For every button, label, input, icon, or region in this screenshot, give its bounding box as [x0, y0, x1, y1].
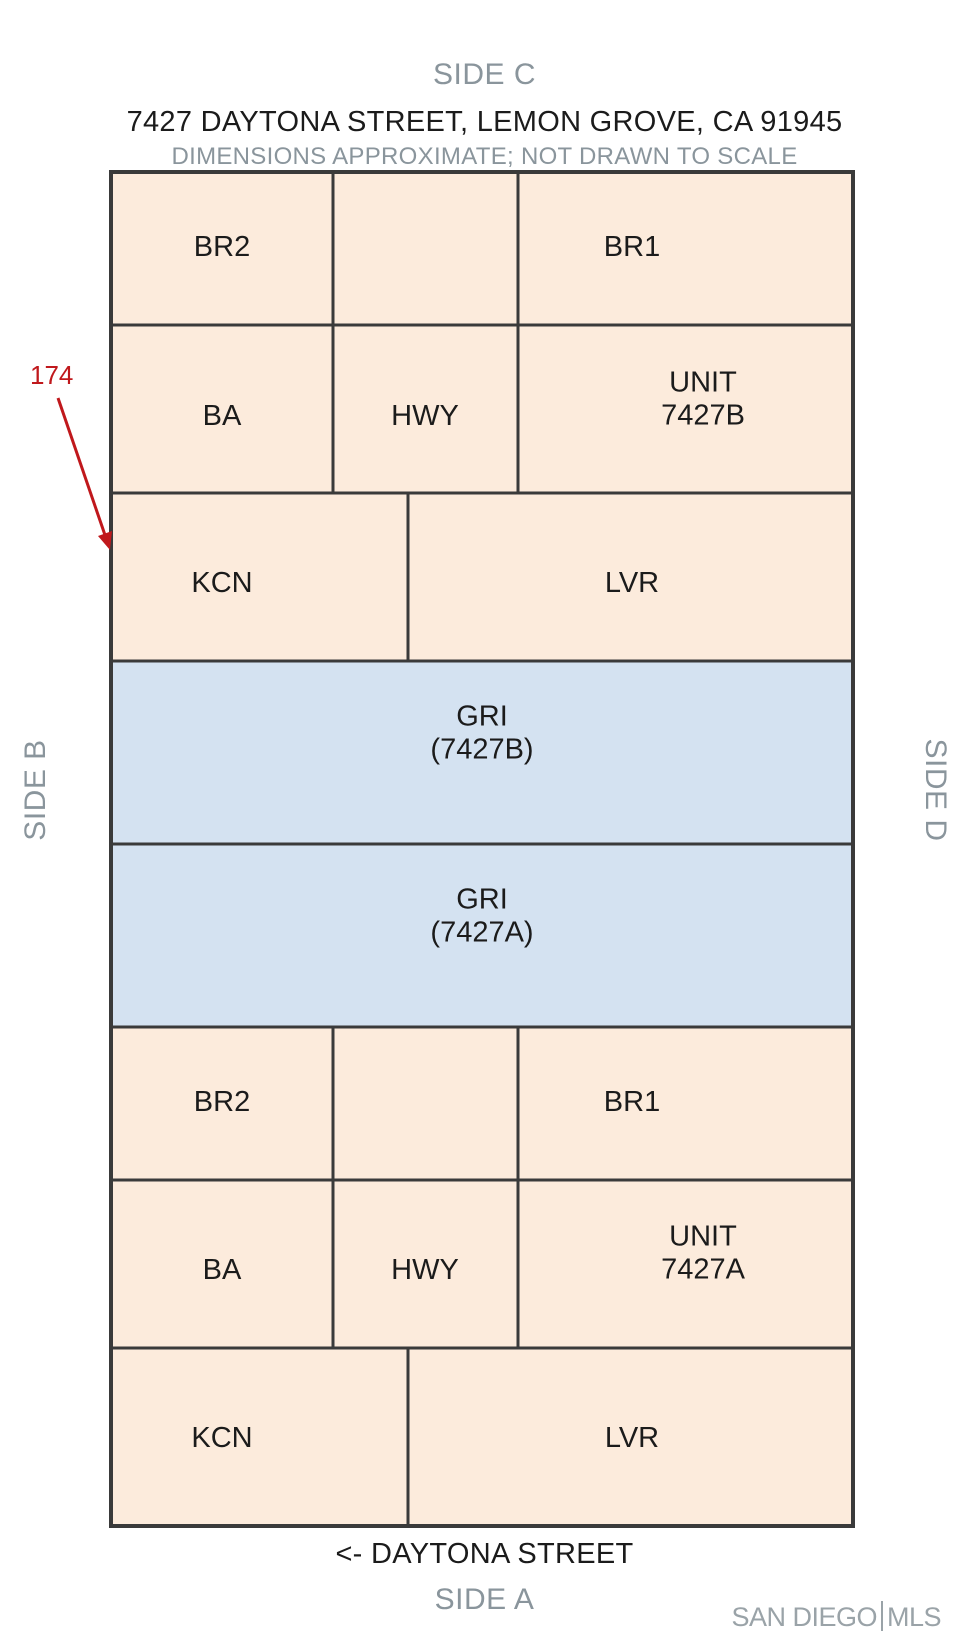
- room-label: GRI: [456, 701, 508, 733]
- room-cell: [516, 1178, 855, 1350]
- street-label: <- DAYTONA STREET: [335, 1538, 634, 1570]
- room-cell: [516, 170, 855, 327]
- room-a-br1: BR1: [516, 1025, 855, 1182]
- scale-disclaimer: DIMENSIONS APPROXIMATE; NOT DRAWN TO SCA…: [171, 143, 798, 170]
- room-label: BA: [203, 1254, 242, 1286]
- room-b-lvr: LVR: [406, 491, 855, 663]
- annotation-arrow: [56, 397, 112, 550]
- room-a-lvr: LVR: [406, 1346, 855, 1528]
- watermark-right: MLS: [886, 1602, 942, 1632]
- room-gri-b: GRI(7427B): [109, 659, 855, 846]
- annotation-label: 174: [30, 360, 74, 390]
- room-label: GRI: [456, 884, 508, 916]
- room-cell: [109, 1025, 335, 1182]
- room-label: UNIT: [669, 367, 737, 399]
- room-label: HWY: [391, 1254, 459, 1286]
- property-address: 7427 DAYTONA STREET, LEMON GROVE, CA 919…: [126, 106, 843, 138]
- room-b-ba: BA: [109, 323, 335, 495]
- room-cell: [109, 1346, 410, 1528]
- room-a-ba: BA: [109, 1178, 335, 1350]
- room-label: BR1: [604, 1086, 660, 1118]
- side-d-label: SIDE D: [919, 738, 952, 842]
- room-cell: [109, 842, 855, 1029]
- room-a-closet: [331, 1025, 520, 1182]
- side-a-label: SIDE A: [434, 1583, 535, 1616]
- room-a-br2: BR2: [109, 1025, 335, 1182]
- room-b-hwy: HWY: [331, 323, 520, 495]
- room-a-hwy: HWY: [331, 1178, 520, 1350]
- mls-watermark: SAN DIEGO MLS: [731, 1601, 942, 1633]
- room-cell: [109, 659, 855, 846]
- room-b-closet: [331, 170, 520, 327]
- room-cell: [331, 1025, 520, 1182]
- room-gri-a: GRI(7427A): [109, 842, 855, 1029]
- room-label: BR2: [194, 1086, 250, 1118]
- room-label: HWY: [391, 400, 459, 432]
- room-label: KCN: [191, 567, 252, 599]
- room-cell: [331, 1178, 520, 1350]
- room-cell: [331, 170, 520, 327]
- room-cell: [516, 1025, 855, 1182]
- room-label: 7427B: [661, 400, 745, 432]
- room-b-br2: BR2: [109, 170, 335, 327]
- room-a-kcn: KCN: [109, 1346, 410, 1528]
- side-c-label: SIDE C: [432, 58, 537, 91]
- room-label: LVR: [605, 1422, 659, 1454]
- room-label: BA: [203, 400, 242, 432]
- room-label: BR2: [194, 231, 250, 263]
- room-label: KCN: [191, 1422, 252, 1454]
- room-label: 7427A: [661, 1254, 746, 1286]
- room-label: (7427A): [430, 917, 533, 949]
- room-cell: [109, 491, 410, 663]
- room-label: (7427B): [430, 734, 533, 766]
- watermark-left: SAN DIEGO: [731, 1602, 877, 1632]
- room-label: UNIT: [669, 1221, 737, 1253]
- watermark-separator: [880, 1601, 883, 1631]
- room-b-br1: BR1: [516, 170, 855, 327]
- room-b-kcn: KCN: [109, 491, 410, 663]
- room-label: BR1: [604, 231, 660, 263]
- building-outline: [109, 170, 855, 1528]
- room-label: LVR: [605, 567, 659, 599]
- side-b-label: SIDE B: [19, 739, 52, 841]
